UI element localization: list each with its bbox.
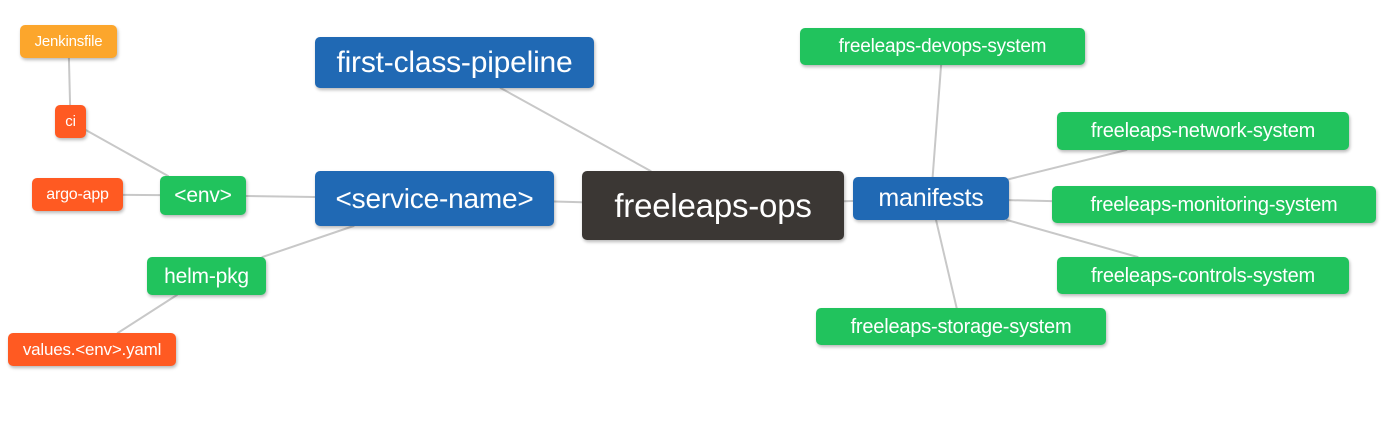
node-label-freeleaps-storage-system: freeleaps-storage-system xyxy=(850,315,1072,338)
node-ci[interactable]: ci xyxy=(55,105,86,138)
node-service-name[interactable]: <service-name> xyxy=(315,171,554,226)
node-env[interactable]: <env> xyxy=(160,176,246,215)
node-freeleaps-devops-system[interactable]: freeleaps-devops-system xyxy=(800,28,1085,65)
edge-first-class-pipeline-to-freeleaps-ops xyxy=(499,87,652,172)
node-label-freeleaps-ops: freeleaps-ops xyxy=(614,187,812,224)
edge-manifests-to-freeleaps-devops-system xyxy=(931,64,943,178)
node-label-argo-app: argo-app xyxy=(46,185,109,203)
edge-ci-to-env xyxy=(85,129,170,177)
node-label-manifests: manifests xyxy=(878,184,984,212)
edge-values-env-yaml-to-helm-pkg xyxy=(116,294,178,334)
node-label-jenkinsfile: Jenkinsfile xyxy=(34,33,103,50)
node-jenkinsfile[interactable]: Jenkinsfile xyxy=(20,25,117,58)
node-label-freeleaps-monitoring-system: freeleaps-monitoring-system xyxy=(1090,193,1338,216)
node-label-freeleaps-network-system: freeleaps-network-system xyxy=(1090,120,1316,142)
node-manifests[interactable]: manifests xyxy=(853,177,1009,220)
edge-manifests-to-freeleaps-monitoring-system xyxy=(1008,199,1053,203)
node-label-env: <env> xyxy=(174,184,232,207)
node-freeleaps-ops[interactable]: freeleaps-ops xyxy=(582,171,844,240)
node-label-values-env-yaml: values.<env>.yaml xyxy=(22,340,162,359)
node-helm-pkg[interactable]: helm-pkg xyxy=(147,257,266,295)
node-first-class-pipeline[interactable]: first-class-pipeline xyxy=(315,37,594,88)
node-label-service-name: <service-name> xyxy=(335,182,534,214)
edge-service-name-to-freeleaps-ops xyxy=(553,200,583,204)
edge-jenkinsfile-to-ci xyxy=(67,57,72,106)
node-values-env-yaml[interactable]: values.<env>.yaml xyxy=(8,333,176,366)
node-label-freeleaps-devops-system: freeleaps-devops-system xyxy=(838,36,1047,57)
edge-helm-pkg-to-service-name xyxy=(261,225,355,258)
node-freeleaps-network-system[interactable]: freeleaps-network-system xyxy=(1057,112,1349,150)
node-freeleaps-controls-system[interactable]: freeleaps-controls-system xyxy=(1057,257,1349,294)
edge-manifests-to-freeleaps-controls-system xyxy=(1005,219,1139,258)
node-label-helm-pkg: helm-pkg xyxy=(164,264,249,288)
edge-manifests-to-freeleaps-storage-system xyxy=(935,219,958,309)
edge-env-to-service-name xyxy=(245,195,316,198)
node-label-ci: ci xyxy=(65,113,76,130)
node-freeleaps-monitoring-system[interactable]: freeleaps-monitoring-system xyxy=(1052,186,1376,223)
edge-manifests-to-freeleaps-network-system xyxy=(1008,149,1128,181)
node-freeleaps-storage-system[interactable]: freeleaps-storage-system xyxy=(816,308,1106,345)
node-argo-app[interactable]: argo-app xyxy=(32,178,123,211)
node-label-first-class-pipeline: first-class-pipeline xyxy=(336,45,573,79)
node-label-freeleaps-controls-system: freeleaps-controls-system xyxy=(1091,264,1315,287)
